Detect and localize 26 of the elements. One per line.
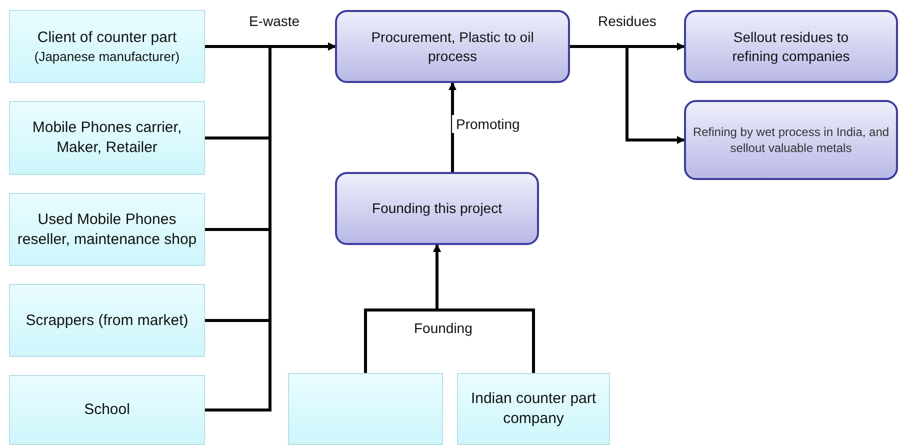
node-text: Founding this project: [372, 199, 502, 218]
node-text: Used Mobile Phones reseller, maintenance shop: [16, 210, 198, 250]
process-box: [335, 172, 539, 245]
source-box: [9, 375, 205, 445]
node-text: Mobile Phones carrier, Maker, Retailer: [31, 118, 183, 158]
source-box: [9, 193, 205, 266]
node-text: Procurement, Plastic to oil process: [370, 28, 535, 66]
process-box: [684, 100, 898, 180]
connector-arrow: [433, 244, 535, 373]
source-box: [9, 284, 205, 357]
connector-arrow: [205, 42, 336, 412]
source-box: [288, 373, 443, 445]
source-box: [9, 10, 205, 83]
process-box: [335, 10, 570, 83]
node-text: Client of counter part: [37, 28, 177, 48]
source-box: [9, 101, 205, 175]
node-text: Sellout residues to refining companies: [731, 28, 851, 66]
node-text: School: [84, 400, 130, 420]
source-box: [457, 373, 610, 445]
node-text: Indian counter part company: [470, 389, 598, 429]
connector-arrow: [448, 82, 456, 172]
connector-arrow: [570, 45, 685, 144]
node-text: Refining by wet process in India, and sellout valuable metals: [692, 124, 890, 156]
node-text: (Japanese manufacturer): [34, 48, 180, 66]
node-text: Scrappers (from market): [26, 310, 188, 330]
process-box: [684, 10, 898, 83]
